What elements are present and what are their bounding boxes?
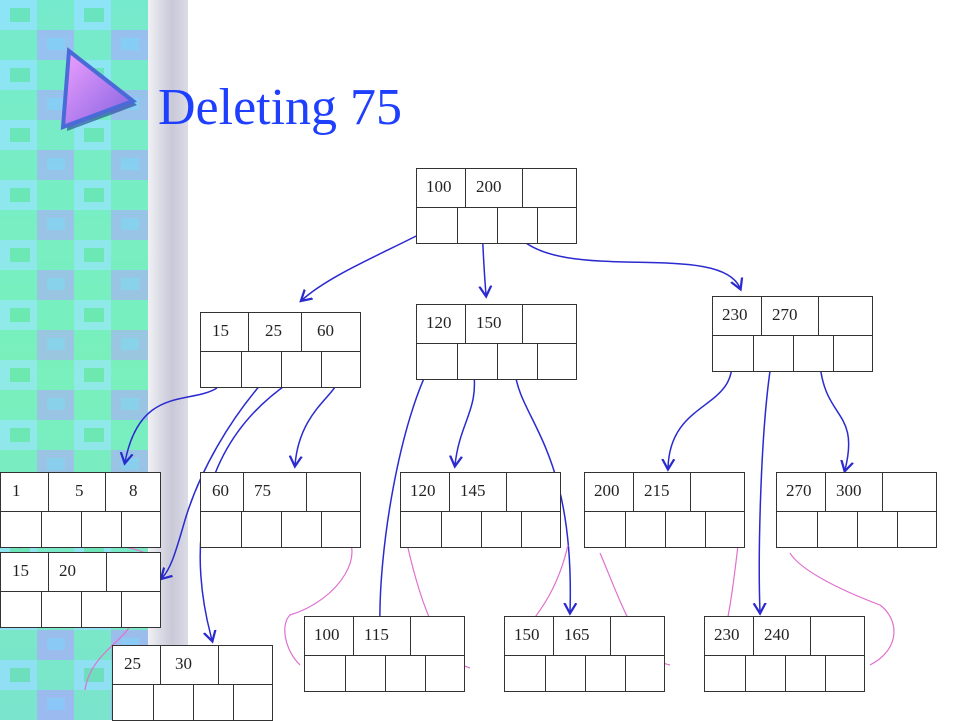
arrow-mid-to-leaf100 <box>380 361 433 628</box>
link-pink-6 <box>789 552 895 666</box>
node-key: 150 <box>514 625 540 644</box>
leaf-node-120-145: 120 145 <box>400 472 561 548</box>
node-key: 115 <box>364 625 389 644</box>
arrow-mid-to-leaf150 <box>514 371 570 612</box>
node-key: 60 <box>212 481 229 500</box>
node-key: 75 <box>254 481 271 500</box>
node-key: 150 <box>476 313 502 332</box>
arrow-right-to-leaf200 <box>668 359 733 468</box>
node-key: 240 <box>764 625 790 644</box>
slide-title: Deleting 75 <box>158 79 403 136</box>
node-key: 120 <box>410 481 436 500</box>
node-key: 145 <box>460 481 486 500</box>
arrow-root-to-right <box>516 234 740 288</box>
node-key: 100 <box>426 177 452 196</box>
tree-node-120-150: 120 150 <box>416 304 577 380</box>
node-key: 30 <box>175 654 192 673</box>
leaf-node-230-240: 230 240 <box>704 616 865 692</box>
leaf-node-100-115: 100 115 <box>304 616 465 692</box>
arrow-root-to-left <box>302 227 433 300</box>
arrow-left-to-leaf1 <box>125 387 218 462</box>
node-key: 15 <box>12 561 29 580</box>
node-key: 8 <box>129 481 138 500</box>
arrow-right-to-leaf270 <box>819 363 849 470</box>
arrow-left-to-leaf15 <box>162 382 263 578</box>
node-key: 20 <box>59 561 76 580</box>
arrow-left-to-leaf60 <box>295 374 339 465</box>
node-key: 300 <box>836 481 862 500</box>
node-key: 60 <box>317 321 334 340</box>
node-key: 200 <box>594 481 620 500</box>
node-key: 165 <box>564 625 590 644</box>
link-pink-1 <box>284 529 353 666</box>
node-key: 100 <box>314 625 340 644</box>
arrow-right-to-leaf230 <box>759 357 773 612</box>
tree-node-230-270: 230 270 <box>712 296 873 372</box>
node-key: 1 <box>12 481 21 500</box>
node-key: 230 <box>714 625 740 644</box>
leaf-node-200-215: 200 215 <box>584 472 745 548</box>
leaf-node-1-5-8: 1 5 8 <box>0 472 161 548</box>
tree-node-root: 100 200 <box>416 168 577 244</box>
node-key: 270 <box>772 305 798 324</box>
node-key: 215 <box>644 481 670 500</box>
node-key: 270 <box>786 481 812 500</box>
node-key: 15 <box>212 321 229 340</box>
triangle-logo-icon <box>60 47 138 131</box>
leaf-node-270-300: 270 300 <box>776 472 937 548</box>
node-key: 25 <box>265 321 282 340</box>
leaf-node-25-30: 25 30 <box>112 645 273 721</box>
node-key: 5 <box>75 481 84 500</box>
node-key: 25 <box>124 654 141 673</box>
link-pink-8 <box>84 624 131 691</box>
leaf-node-60-75: 60 75 <box>200 472 361 548</box>
node-key: 120 <box>426 313 452 332</box>
node-key: 230 <box>722 305 748 324</box>
arrow-mid-to-leaf120 <box>455 366 476 465</box>
tree-node-15-25-60: 15 25 60 <box>200 312 361 388</box>
node-key: 200 <box>476 177 502 196</box>
leaf-node-150-165: 150 165 <box>504 616 665 692</box>
